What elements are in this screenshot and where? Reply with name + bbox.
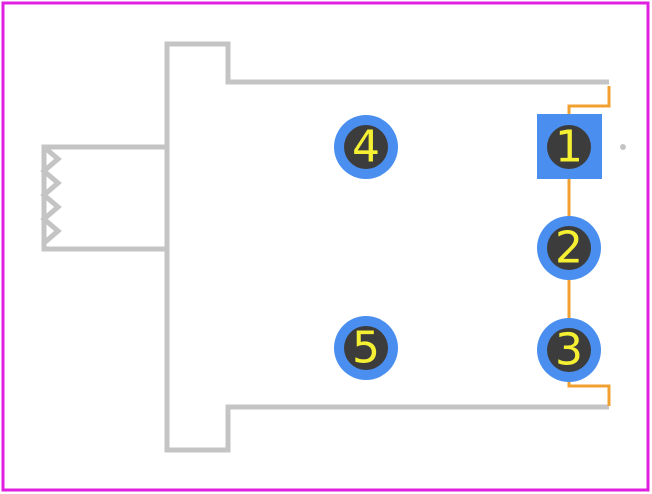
pad-1-drill	[547, 125, 591, 169]
pin1-marker-dot	[620, 144, 626, 150]
pad-4-label: 4	[352, 122, 380, 173]
pad-2[interactable]: 2	[537, 216, 601, 280]
pad-2-label: 2	[555, 223, 583, 274]
silkscreen-outline	[40, 41, 609, 453]
courtyard-top	[567, 86, 611, 116]
courtyard-bottom	[567, 380, 611, 406]
pad-3-drill	[547, 328, 591, 372]
pad-4[interactable]: 4	[334, 115, 398, 179]
pad-1-label: 1	[555, 122, 583, 173]
pad-5-label: 5	[352, 323, 380, 374]
pad-5[interactable]: 5	[334, 316, 398, 380]
pad-2-drill	[547, 226, 591, 270]
silkscreen-knob-shaft	[41, 144, 167, 252]
pad-4-drill	[344, 125, 388, 169]
pad-3-label: 3	[555, 325, 583, 376]
pad-1[interactable]: 1	[537, 114, 602, 179]
silkscreen-knob-knurl	[40, 145, 62, 245]
courtyard-lines	[567, 86, 611, 406]
pad-3[interactable]: 3	[537, 318, 601, 382]
pad-5-drill	[344, 326, 388, 370]
